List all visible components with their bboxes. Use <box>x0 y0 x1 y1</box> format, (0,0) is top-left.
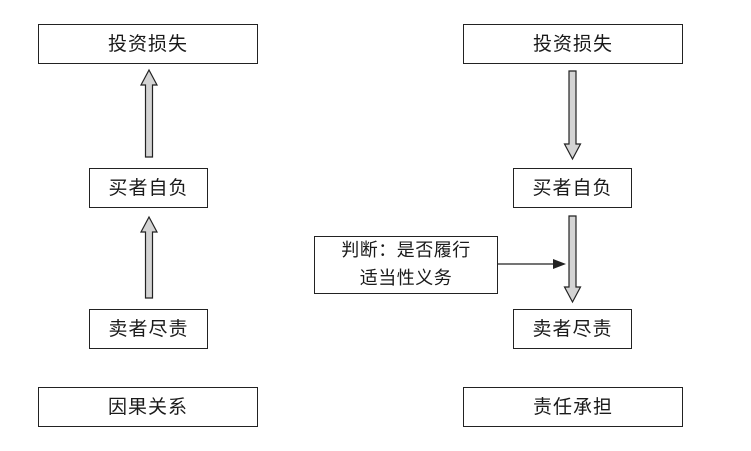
left-box-buyer-beware: 买者自负 <box>89 168 208 208</box>
judgment-box: 判断：是否履行 适当性义务 <box>314 236 498 294</box>
right-arrow-down-upper <box>563 70 582 161</box>
left-arrow-up-lower <box>140 215 158 299</box>
judgment-line-2: 适当性义务 <box>359 268 453 289</box>
judgment-pointer-head <box>553 259 566 269</box>
right-box-buyer-beware: 买者自负 <box>513 168 632 208</box>
right-box-seller-responsibility: 卖者尽责 <box>513 309 632 349</box>
right-box-investment-loss: 投资损失 <box>463 24 683 64</box>
judgment-line-1: 判断：是否履行 <box>341 240 471 261</box>
left-box-investment-loss: 投资损失 <box>38 24 258 64</box>
left-caption-causality: 因果关系 <box>38 387 258 427</box>
left-arrow-up-upper <box>140 68 158 158</box>
left-box-seller-responsibility: 卖者尽责 <box>89 309 208 349</box>
right-arrow-down-lower <box>563 215 582 304</box>
right-caption-liability: 责任承担 <box>463 387 683 427</box>
